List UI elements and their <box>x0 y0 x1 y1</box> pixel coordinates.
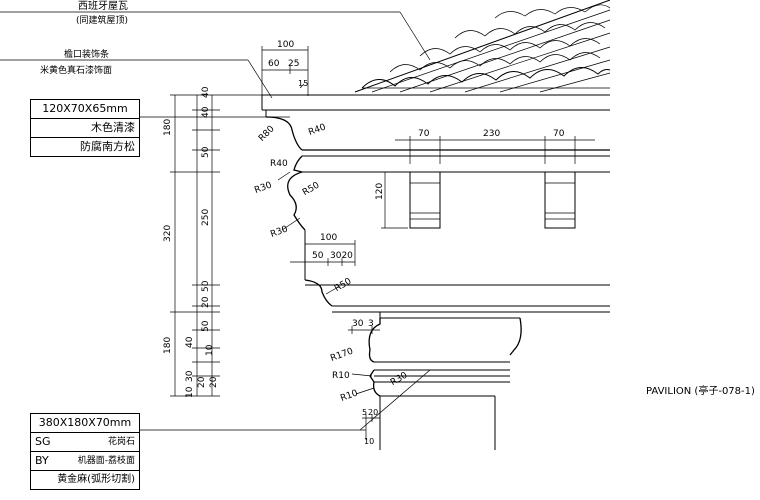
dim-r50b: R50 <box>333 276 354 294</box>
dim-20: 20 <box>368 408 378 417</box>
dim-v40a: 40 <box>201 86 211 98</box>
dim-5: 5 <box>362 408 367 417</box>
beam-material: 防腐南方松 <box>80 140 135 153</box>
dim-r10a: R10 <box>332 371 350 381</box>
dim-v180b: 180 <box>163 337 173 354</box>
dim-top-25: 25 <box>288 59 299 69</box>
column-finish: 黄金麻(弧形切割) <box>57 474 135 485</box>
column-size: 380X180X70mm <box>31 414 139 433</box>
dim-mid-3020: 3020 <box>330 251 353 261</box>
dim-v50c: 50 <box>201 320 211 332</box>
pavilion-label: PAVILION (亭子-078-1) <box>646 384 755 397</box>
leader-lines <box>0 11 431 431</box>
dim-r30c: R30 <box>389 370 410 388</box>
column-by-row: BY 机器面-荔枝面 <box>31 452 139 471</box>
dim-v30: 30 <box>185 370 195 382</box>
dim-mid-100: 100 <box>320 233 337 243</box>
beam-finish: 木色清漆 <box>31 119 139 138</box>
dim-r170: R170 <box>329 346 355 364</box>
dim-beam-70a: 70 <box>418 129 430 139</box>
dim-v50a: 50 <box>201 146 211 158</box>
dim-v10b: 10 <box>185 386 195 398</box>
dim-v40c: 40 <box>185 336 195 348</box>
dim-r40b: R40 <box>270 159 288 169</box>
column-by-code: BY <box>35 454 49 467</box>
dim-v180a: 180 <box>163 119 173 136</box>
dim-30: 30 <box>352 319 364 329</box>
roof-note-line1: 西班牙屋瓦 <box>78 0 128 12</box>
column-sg-text: 花岗石 <box>107 437 135 447</box>
eave-dimensions: 100 60 25 15 R80 R40 R40 R30 R50 R30 <box>253 40 327 240</box>
dim-v40b: 40 <box>201 106 211 118</box>
dim-beam-70b: 70 <box>553 129 565 139</box>
eave-note-line2: 米黄色真石漆饰面 <box>40 64 112 76</box>
column-sg-row: SG 花岗石 <box>31 433 139 452</box>
beam-blocks <box>409 171 576 229</box>
dim-r40a: R40 <box>307 122 327 138</box>
dim-top-60: 60 <box>268 59 280 69</box>
dim-r50a: R50 <box>301 180 322 198</box>
dim-v320: 320 <box>163 225 173 242</box>
dim-beam-230: 230 <box>483 129 500 139</box>
beam-size: 120X70X65mm <box>31 100 139 119</box>
dim-r80: R80 <box>257 124 277 144</box>
dim-3: 3 <box>368 319 374 329</box>
eave-note-line1: 檐口装饰条 <box>64 48 109 60</box>
dim-r30a: R30 <box>253 180 273 196</box>
column-spec-table: 380X180X70mm SG 花岗石 BY 机器面-荔枝面 黄金麻(弧形切割) <box>30 413 140 490</box>
dim-v20: 20 <box>201 296 211 308</box>
dim-v50b: 50 <box>201 280 211 292</box>
column-sg-code: SG <box>35 435 51 448</box>
roof-note-line2: (同建筑屋顶) <box>76 14 128 26</box>
roof-tiles <box>354 0 611 93</box>
column-by-text: 机器面-荔枝面 <box>77 456 135 466</box>
dim-beam-120: 120 <box>375 183 385 200</box>
dim-v20b: 20 <box>197 376 207 388</box>
annotation-notes: 西班牙屋瓦 (同建筑屋顶) 檐口装饰条 米黄色真石漆饰面 PAVILION (亭… <box>40 0 755 397</box>
beam-spec-table: 120X70X65mm 木色清漆 防腐南方松 <box>30 99 140 157</box>
dim-top-100: 100 <box>277 40 294 50</box>
dim-r10b: R10 <box>339 388 359 404</box>
dim-top-15: 15 <box>298 79 308 88</box>
dim-v250: 250 <box>201 209 211 226</box>
vertical-dimensions: 40 40 50 250 50 20 50 30 40 10 10 20 20 … <box>163 86 262 398</box>
dim-v20c: 20 <box>209 376 219 388</box>
dim-v10a: 10 <box>205 344 215 356</box>
beam-dimensions: 70 230 70 120 <box>375 129 595 229</box>
dim-mid-50: 50 <box>312 251 324 261</box>
dim-10: 10 <box>364 437 374 446</box>
